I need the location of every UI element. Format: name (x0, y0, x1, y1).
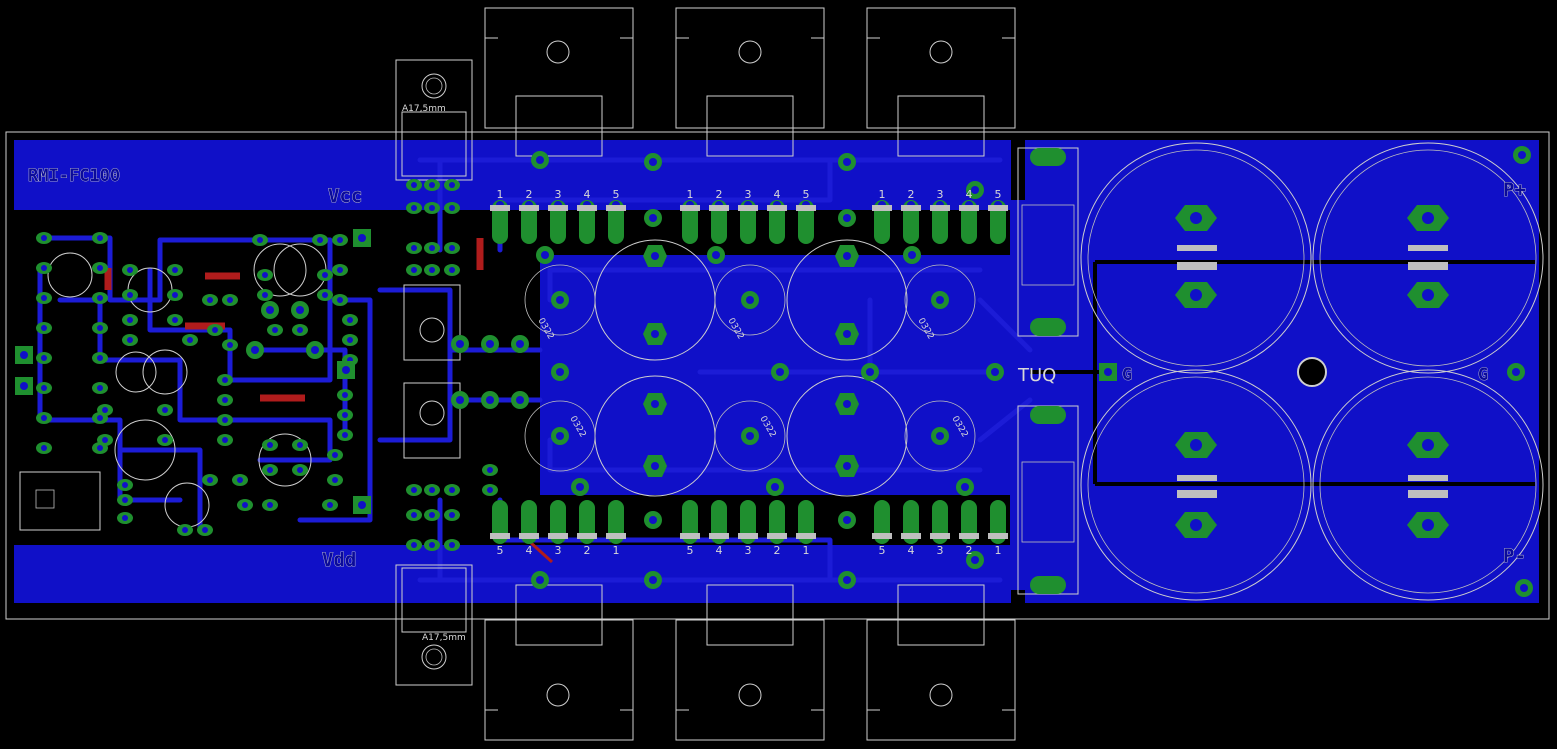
pin-number: 1 (879, 188, 886, 201)
pin-number-labels: 1 5 2 4 3 3 4 2 5 1 1 5 2 4 3 3 4 2 5 1 1 5 2 4 3 3 4 2 5 1 (497, 188, 1002, 557)
pin-number: 1 (803, 544, 810, 557)
heatsink-top-note: A17,5mm (402, 104, 446, 114)
pin-number: 3 (745, 544, 752, 557)
pin-number: 3 (937, 188, 944, 201)
tuq-label: TUQ (1017, 365, 1056, 386)
bias-transistors (403, 284, 461, 459)
pin-number: 2 (716, 188, 723, 201)
copper-pour (14, 140, 1539, 603)
through-hole-pads (15, 146, 1533, 597)
rectifier-pads (1030, 148, 1066, 594)
pin-number: 5 (613, 188, 620, 201)
pin-number: 4 (526, 544, 533, 557)
small-caps (47, 243, 327, 528)
power-transistor-footprints-top (484, 7, 1016, 157)
pin-number: 4 (908, 544, 915, 557)
filter-capacitors (1080, 142, 1544, 601)
jumpers (104, 238, 554, 564)
vdd-label: Vdd (322, 549, 356, 571)
pin-number: 5 (995, 188, 1002, 201)
mounting-hole (1297, 357, 1327, 387)
pin-number: 2 (526, 188, 533, 201)
pin-number: 2 (966, 544, 973, 557)
pin-number: 5 (879, 544, 886, 557)
pin-number: 1 (687, 188, 694, 201)
pin-number: 5 (803, 188, 810, 201)
filter-cap-pads (1175, 205, 1449, 538)
pin-number: 1 (497, 188, 504, 201)
pin-number: 3 (745, 188, 752, 201)
pin-number: 4 (716, 544, 723, 557)
pin-number: 3 (555, 544, 562, 557)
vcc-label: Vcc (328, 185, 362, 207)
pin-number: 1 (995, 544, 1002, 557)
ground-label-right: G (1478, 365, 1488, 385)
pin-number: 3 (937, 544, 944, 557)
board-outline (5, 131, 1550, 620)
p-minus-label: P- (1503, 545, 1526, 567)
power-transistor-footprints-bottom (484, 584, 1016, 741)
pin-number: 1 (613, 544, 620, 557)
pin-number: 5 (687, 544, 694, 557)
power-transistor-pins-bottom (490, 500, 1008, 544)
pin-number: 3 (555, 188, 562, 201)
pin-number: 2 (908, 188, 915, 201)
pin-number: 4 (584, 188, 591, 201)
power-transistor-pins-top (490, 200, 1008, 244)
pin-number: 5 (497, 544, 504, 557)
ground-label-left: G (1122, 365, 1132, 385)
trimmer-outline (19, 471, 101, 531)
mid-capacitors (524, 239, 976, 497)
driver-transistor-bottom: A17,5mm (395, 564, 473, 686)
heatsink-bottom-note: A17,5mm (422, 633, 466, 643)
pin-number: 4 (774, 188, 781, 201)
board-name: RMI-FC100 (28, 166, 120, 186)
pin-number: 2 (774, 544, 781, 557)
pin-number: 4 (966, 188, 973, 201)
p-plus-label: P+ (1503, 179, 1526, 201)
pin-number: 2 (584, 544, 591, 557)
